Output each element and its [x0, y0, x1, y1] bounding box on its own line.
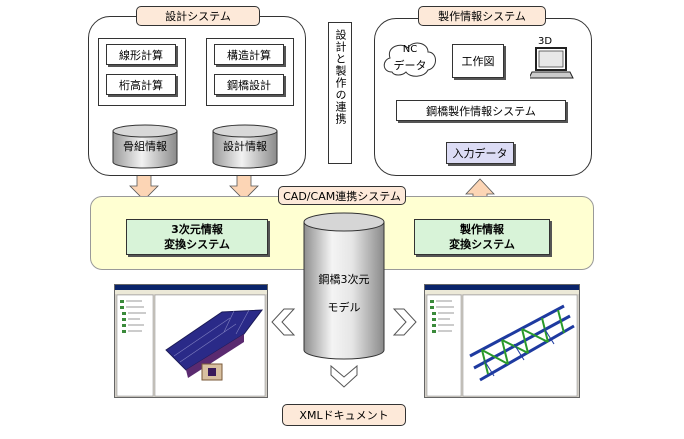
- fabrication-model-screenshot: [424, 284, 580, 398]
- converter-fab-line1: 製作情報: [460, 223, 504, 236]
- converter-fab-line2: 変換システム: [449, 238, 515, 251]
- design-info-label: 設計情報: [223, 140, 267, 153]
- computer-3d-icon: [530, 47, 574, 79]
- xml-document-label: XMLドキュメント: [282, 404, 406, 426]
- design-info-database: [212, 124, 278, 169]
- nc-data-cloud: [383, 42, 436, 77]
- bridge-3d-model-cylinder: [303, 212, 385, 360]
- working-drawing-box: 工作図: [452, 44, 504, 78]
- chevron-down-icon: [330, 364, 358, 388]
- input-data-box: 入力データ: [446, 142, 514, 164]
- nc-data-label-line2: データ: [393, 59, 427, 72]
- cad-cam-title: CAD/CAM連携システム: [278, 186, 406, 205]
- chevron-right-icon: [392, 308, 417, 336]
- framework-model-screenshot: [114, 284, 268, 398]
- design-system-title: 設計システム: [136, 6, 260, 26]
- model-label-line2: モデル: [327, 301, 361, 314]
- steel-bridge-fab-info-box: 鋼橋製作情報システム: [396, 100, 566, 121]
- design-fabrication-link-label: 設計と製作の連携: [334, 29, 347, 125]
- girder-height-calc-box: 桁高計算: [106, 74, 176, 95]
- converter-3d-line1: 3次元情報: [171, 223, 223, 236]
- model-label-line1: 鋼橋3次元: [318, 273, 370, 286]
- structural-calc-box: 構造計算: [214, 44, 284, 65]
- fabrication-system-title: 製作情報システム: [418, 6, 546, 26]
- steel-bridge-design-box: 鋼橋設計: [214, 74, 284, 95]
- framework-info-label: 骨組情報: [123, 140, 167, 153]
- converter-fab-box: 製作情報 変換システム: [414, 219, 550, 255]
- framework-info-database: [112, 124, 178, 169]
- converter-3d-line2: 変換システム: [164, 238, 230, 251]
- design-fabrication-link-box: 設計と製作の連携: [328, 22, 352, 164]
- nc-data-label-line1: NC: [402, 44, 418, 55]
- chevron-left-icon: [271, 308, 296, 336]
- converter-3d-box: 3次元情報 変換システム: [126, 219, 268, 255]
- alignment-calc-box: 線形計算: [106, 44, 176, 65]
- label-3d: 3D: [538, 36, 553, 47]
